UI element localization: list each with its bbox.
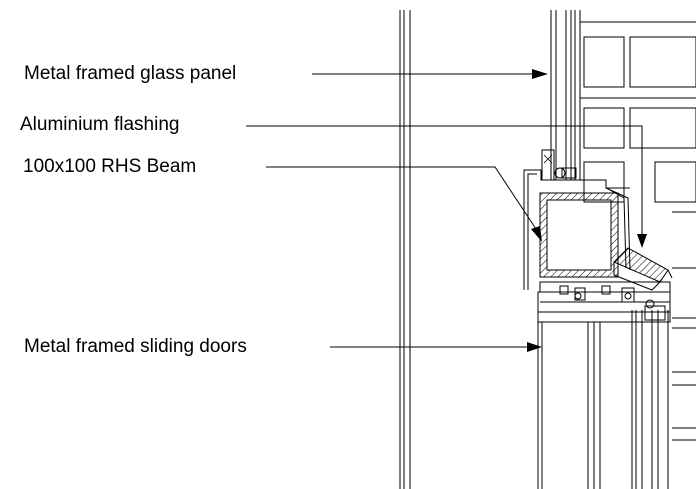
rhs-beam [539, 192, 619, 278]
leader-flashing [246, 125, 647, 248]
door-head-track [537, 281, 671, 323]
aluminium-flashing [605, 187, 673, 291]
label-aluminium-flashing: Aluminium flashing [20, 114, 179, 135]
glass-panel-frame [541, 10, 581, 181]
leader-beam [266, 166, 542, 242]
label-sliding-doors: Metal framed sliding doors [24, 336, 247, 357]
background-panel-grid [580, 21, 696, 441]
sliding-doors [537, 305, 669, 489]
mullion-lines [399, 10, 411, 489]
label-rhs-beam: 100x100 RHS Beam [23, 156, 196, 177]
leader-doors [330, 342, 542, 352]
label-glass-panel: Metal framed glass panel [24, 63, 236, 84]
leader-glass-panel [312, 69, 548, 79]
